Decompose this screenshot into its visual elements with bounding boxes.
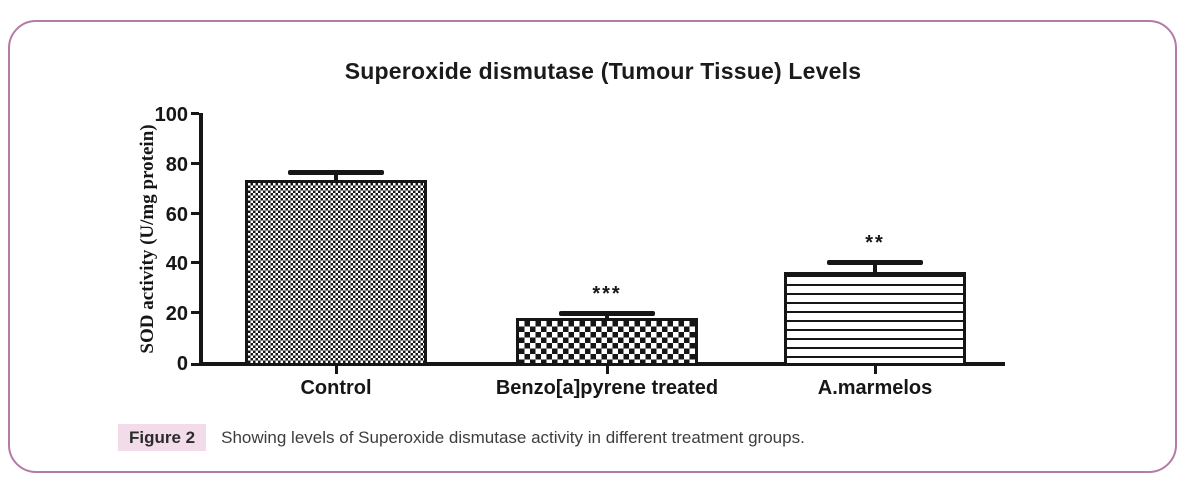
y-axis-tick-label: 20 xyxy=(165,303,188,325)
x-axis-category-label: Benzo[a]pyrene treated xyxy=(495,377,719,399)
y-axis-line xyxy=(199,113,203,366)
y-axis-tick xyxy=(191,363,199,366)
x-axis-tick xyxy=(874,366,877,374)
x-axis-category-label: A.marmelos xyxy=(817,377,933,399)
bar-benzoapyrene-treated xyxy=(516,318,698,366)
error-bar-cap xyxy=(559,311,655,316)
y-axis-tick-label: 60 xyxy=(165,204,188,226)
y-axis-tick xyxy=(191,112,199,115)
significance-label: *** xyxy=(592,283,622,305)
y-axis-tick-label: 80 xyxy=(165,154,188,176)
y-axis-tick xyxy=(191,261,199,264)
error-bar-stem xyxy=(605,313,609,321)
y-axis-tick-label: 0 xyxy=(176,353,188,375)
y-axis-tick-label: 40 xyxy=(165,253,188,275)
significance-label: ** xyxy=(865,232,885,254)
figure-label-badge: Figure 2 xyxy=(118,424,207,451)
y-axis-tick xyxy=(191,162,199,165)
error-bar-stem xyxy=(334,172,338,183)
figure-border-frame xyxy=(8,20,1177,473)
y-axis-tick xyxy=(191,212,199,215)
figure-caption-text: Showing levels of Superoxide dismutase a… xyxy=(221,428,805,447)
x-axis-tick xyxy=(606,366,609,374)
error-bar-cap xyxy=(288,170,384,175)
error-bar-stem xyxy=(873,262,877,275)
x-axis-category-label: Control xyxy=(300,377,372,399)
y-axis-title: SOD activity (U/mg protein) xyxy=(137,124,158,354)
error-bar-cap xyxy=(827,260,923,265)
x-axis-tick xyxy=(335,366,338,374)
chart-title: Superoxide dismutase (Tumour Tissue) Lev… xyxy=(344,58,862,84)
bar-control xyxy=(245,180,427,366)
figure-caption: Figure 2 Showing levels of Superoxide di… xyxy=(118,424,805,451)
y-axis-tick-label: 100 xyxy=(154,104,188,126)
y-axis-tick xyxy=(191,311,199,314)
bar-amarmelos xyxy=(784,272,966,366)
